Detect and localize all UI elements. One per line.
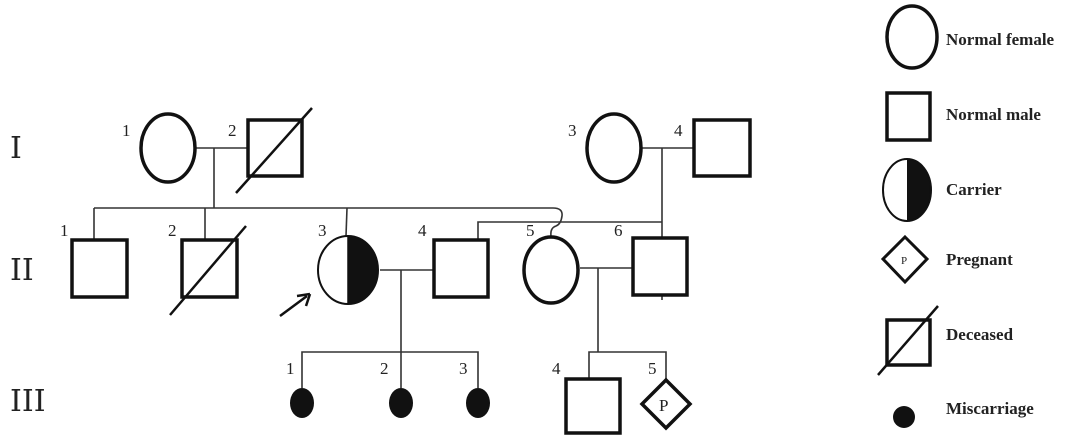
id-II-5: 5 — [526, 221, 535, 240]
id-III-5: 5 — [648, 359, 657, 378]
legend-pregnant-icon — [880, 234, 930, 285]
individual-II-3-carrier-female — [317, 235, 379, 305]
individual-I-1-female — [139, 112, 197, 184]
relationship-lines — [93, 147, 694, 388]
legend-normal-female: Normal female — [946, 30, 1055, 49]
id-III-2: 2 — [380, 359, 389, 378]
id-I-4: 4 — [674, 121, 683, 140]
sibship-line-I3-I4 — [477, 221, 662, 240]
id-II-1: 1 — [60, 221, 69, 240]
proband-arrow-icon — [279, 292, 312, 318]
pregnancy-mark: P — [659, 396, 668, 415]
legend: Normal female Normal male Carrier P Preg… — [877, 4, 1055, 428]
legend-pregnant-mark: P — [901, 255, 907, 267]
individual-II-1-male — [70, 238, 129, 299]
sibship-line-II3-II4 — [301, 351, 479, 388]
deceased-slash — [169, 225, 247, 316]
sibship-line-II5-II6 — [588, 351, 667, 380]
deceased-slash — [235, 107, 313, 194]
individual-III-4-male — [564, 377, 622, 435]
id-I-1: 1 — [122, 121, 131, 140]
generation-label-II: II — [10, 253, 34, 288]
legend-miscarriage-icon — [893, 406, 915, 428]
legend-deceased: Deceased — [946, 325, 1014, 344]
legend-carrier-icon — [882, 158, 932, 222]
individual-I-3-female — [585, 112, 643, 184]
individual-II-4-male — [432, 238, 490, 299]
generation-label-III: III — [10, 384, 46, 419]
id-I-3: 3 — [568, 121, 577, 140]
id-III-3: 3 — [459, 359, 468, 378]
individual-III-3-miscarriage — [466, 388, 490, 418]
legend-pregnant: Pregnant — [946, 250, 1013, 269]
legend-miscarriage: Miscarriage — [946, 399, 1034, 418]
individual-I-4-male — [692, 118, 752, 178]
individual-III-1-miscarriage — [290, 388, 314, 418]
legend-normal-male: Normal male — [946, 105, 1041, 124]
id-III-1: 1 — [286, 359, 295, 378]
id-II-6: 6 — [614, 221, 623, 240]
link-II3 — [345, 207, 348, 237]
generation-label-I: I — [10, 131, 22, 166]
legend-male-icon — [885, 91, 932, 142]
individual-III-5-pregnancy — [639, 377, 693, 431]
id-II-2: 2 — [168, 221, 177, 240]
legend-female-icon — [885, 4, 939, 70]
individual-III-2-miscarriage — [389, 388, 413, 418]
legend-carrier: Carrier — [946, 180, 1002, 199]
id-III-4: 4 — [552, 359, 561, 378]
id-I-2: 2 — [228, 121, 237, 140]
individual-II-6-male — [631, 236, 689, 297]
legend-deceased-slash — [877, 305, 939, 376]
id-II-3: 3 — [318, 221, 327, 240]
id-II-4: 4 — [418, 221, 427, 240]
individual-II-5-female — [522, 235, 580, 305]
